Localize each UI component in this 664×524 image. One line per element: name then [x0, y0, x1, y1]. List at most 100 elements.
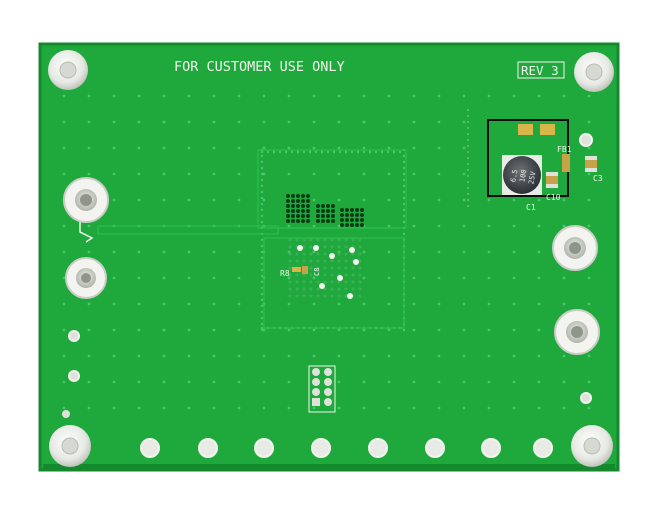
via: [462, 406, 466, 410]
thermal-via: [309, 294, 313, 298]
thermal-via: [344, 238, 348, 242]
thermal-via: [309, 280, 313, 284]
via: [162, 328, 166, 332]
via: [562, 224, 566, 228]
thermal-via: [337, 294, 341, 298]
thermal-via: [288, 287, 292, 291]
via: [260, 178, 264, 182]
via: [312, 94, 316, 98]
via: [137, 120, 141, 124]
via: [62, 380, 66, 384]
via: [466, 174, 470, 178]
via: [437, 224, 441, 228]
via: [290, 150, 294, 154]
cap-marking-1: 6.5: [509, 169, 519, 183]
via: [332, 150, 336, 154]
via: [466, 156, 470, 160]
via: [308, 150, 312, 154]
thermal-via: [316, 259, 320, 263]
thermal-via: [345, 208, 349, 212]
via: [402, 196, 406, 200]
via: [437, 276, 441, 280]
via: [512, 276, 516, 280]
via: [187, 406, 191, 410]
via: [337, 380, 341, 384]
via: [187, 276, 191, 280]
via: [387, 146, 391, 150]
via: [562, 94, 566, 98]
via: [412, 276, 416, 280]
thermal-via: [302, 238, 306, 242]
via: [137, 380, 141, 384]
via: [260, 322, 264, 326]
thermal-via: [296, 194, 300, 198]
via: [402, 220, 406, 224]
via: [466, 144, 470, 148]
via: [362, 120, 366, 124]
via: [462, 328, 466, 332]
thermal-via: [288, 280, 292, 284]
via: [260, 166, 264, 170]
ferrite-bead-fb1: [562, 154, 570, 172]
thermal-via: [316, 294, 320, 298]
via: [112, 120, 116, 124]
via: [187, 354, 191, 358]
via-field: [62, 94, 591, 410]
via: [437, 94, 441, 98]
via: [487, 276, 491, 280]
thermal-via: [316, 214, 320, 218]
thermal-via: [291, 209, 295, 213]
designator-c8: C8: [313, 268, 321, 276]
designator-c1: C1: [526, 203, 536, 212]
via: [337, 224, 341, 228]
thermal-via: [329, 253, 335, 259]
designator-c10: C10: [546, 193, 561, 202]
test-pad-1: [140, 438, 160, 458]
via: [587, 146, 591, 150]
thermal-via: [351, 238, 355, 242]
via: [112, 172, 116, 176]
via: [437, 172, 441, 176]
via: [462, 380, 466, 384]
via: [537, 328, 541, 332]
via: [237, 380, 241, 384]
via: [337, 328, 341, 332]
pcb-board: [38, 42, 620, 472]
via: [362, 276, 366, 280]
thermal-via: [358, 245, 362, 249]
via: [466, 126, 470, 130]
via: [237, 302, 241, 306]
via: [284, 150, 288, 154]
via: [112, 146, 116, 150]
via: [437, 198, 441, 202]
via: [260, 190, 264, 194]
thermal-via: [301, 199, 305, 203]
via: [237, 276, 241, 280]
via: [402, 178, 406, 182]
thermal-via: [295, 280, 299, 284]
via: [87, 380, 91, 384]
customer-use-label: FOR CUSTOMER USE ONLY: [174, 59, 345, 75]
via: [87, 406, 91, 410]
via: [260, 262, 264, 266]
plane-outlines: [97, 149, 407, 329]
via: [62, 94, 66, 98]
thermal-via: [345, 213, 349, 217]
pad-right-small: [580, 392, 592, 404]
thermal-via: [301, 214, 305, 218]
via: [87, 328, 91, 332]
via: [437, 146, 441, 150]
thermal-via: [330, 245, 334, 249]
via: [314, 150, 318, 154]
electrolytic-capacitor-c1: 6.5 100 25V: [502, 155, 542, 195]
thermal-via: [358, 238, 362, 242]
via: [266, 150, 270, 154]
via: [212, 406, 216, 410]
via: [212, 354, 216, 358]
via: [537, 250, 541, 254]
via: [212, 172, 216, 176]
via: [260, 274, 264, 278]
via: [466, 198, 470, 202]
thermal-via: [358, 266, 362, 270]
pad-left-1: [68, 330, 80, 342]
